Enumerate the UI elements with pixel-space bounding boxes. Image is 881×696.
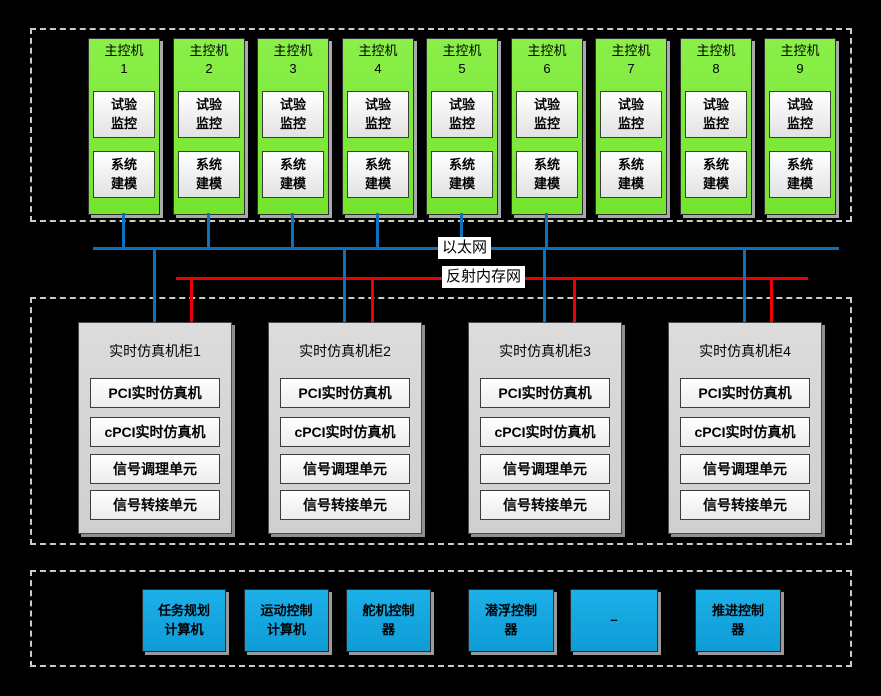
cpci-simulator-unit: cPCI实时仿真机 — [90, 417, 220, 447]
cpci-simulator-unit: cPCI实时仿真机 — [280, 417, 410, 447]
machine-title: 主控机 9 — [780, 43, 820, 77]
reflective-memory-cabinet-line — [573, 280, 576, 324]
cabinet-title: 实时仿真机柜4 — [699, 343, 791, 359]
main-control-machine-5: 主控机 5 试验 监控 系统 建模 — [426, 38, 498, 215]
ethernet-cabinet-line — [153, 250, 156, 324]
machine-title: 主控机 8 — [696, 43, 736, 77]
system-modeling-module: 系统 建模 — [431, 151, 493, 198]
main-control-machine-9: 主控机 9 试验 监控 系统 建模 — [764, 38, 836, 215]
main-control-machine-3: 主控机 3 试验 监控 系统 建模 — [257, 38, 329, 215]
ethernet-cabinet-line — [343, 250, 346, 324]
test-monitoring-module: 试验 监控 — [178, 91, 240, 138]
cpci-simulator-unit: cPCI实时仿真机 — [480, 417, 610, 447]
test-monitoring-module: 试验 监控 — [93, 91, 155, 138]
cpci-simulator-unit: cPCI实时仿真机 — [680, 417, 810, 447]
machine-title: 主控机 1 — [104, 43, 144, 77]
ethernet-drop-line — [460, 213, 463, 250]
mission-planning-computer: 任务规划 计算机 — [142, 589, 226, 652]
test-monitoring-module: 试验 监控 — [516, 91, 578, 138]
machine-title: 主控机 6 — [527, 43, 567, 77]
main-control-machine-2: 主控机 2 试验 监控 系统 建模 — [173, 38, 245, 215]
main-control-machine-8: 主控机 8 试验 监控 系统 建模 — [680, 38, 752, 215]
reflective-memory-cabinet-line — [190, 280, 193, 324]
signal-conditioning-unit: 信号调理单元 — [480, 454, 610, 484]
signal-transfer-unit: 信号转接单元 — [480, 490, 610, 520]
signal-transfer-unit: 信号转接单元 — [90, 490, 220, 520]
main-control-machine-6: 主控机 6 试验 监控 系统 建模 — [511, 38, 583, 215]
main-control-section-frame — [30, 28, 852, 222]
ethernet-cabinet-line — [543, 250, 546, 324]
test-monitoring-module: 试验 监控 — [769, 91, 831, 138]
machine-title: 主控机 2 — [189, 43, 229, 77]
test-monitoring-module: 试验 监控 — [262, 91, 324, 138]
ethernet-drop-line — [291, 213, 294, 250]
machine-title: 主控机 3 — [273, 43, 313, 77]
signal-transfer-unit: 信号转接单元 — [680, 490, 810, 520]
cabinet-title: 实时仿真机柜3 — [499, 343, 591, 359]
system-modeling-module: 系统 建模 — [262, 151, 324, 198]
ethernet-cabinet-line — [743, 250, 746, 324]
signal-conditioning-unit: 信号调理单元 — [90, 454, 220, 484]
placeholder-device: – — [570, 589, 658, 652]
main-control-machine-7: 主控机 7 试验 监控 系统 建模 — [595, 38, 667, 215]
system-modeling-module: 系统 建模 — [516, 151, 578, 198]
simulation-cabinet-1: 实时仿真机柜1 PCI实时仿真机 cPCI实时仿真机 信号调理单元 信号转接单元 — [78, 322, 232, 534]
system-modeling-module: 系统 建模 — [769, 151, 831, 198]
machine-title: 主控机 7 — [611, 43, 651, 77]
system-modeling-module: 系统 建模 — [178, 151, 240, 198]
system-modeling-module: 系统 建模 — [347, 151, 409, 198]
ethernet-label: 以太网 — [438, 237, 492, 260]
main-control-machine-1: 主控机 1 试验 监控 系统 建模 — [88, 38, 160, 215]
pci-simulator-unit: PCI实时仿真机 — [480, 378, 610, 408]
test-monitoring-module: 试验 监控 — [600, 91, 662, 138]
test-monitoring-module: 试验 监控 — [347, 91, 409, 138]
simulation-cabinet-4: 实时仿真机柜4 PCI实时仿真机 cPCI实时仿真机 信号调理单元 信号转接单元 — [668, 322, 822, 534]
ethernet-drop-line — [545, 213, 548, 250]
simulation-cabinet-2: 实时仿真机柜2 PCI实时仿真机 cPCI实时仿真机 信号调理单元 信号转接单元 — [268, 322, 422, 534]
pci-simulator-unit: PCI实时仿真机 — [90, 378, 220, 408]
signal-conditioning-unit: 信号调理单元 — [280, 454, 410, 484]
system-modeling-module: 系统 建模 — [600, 151, 662, 198]
signal-conditioning-unit: 信号调理单元 — [680, 454, 810, 484]
ethernet-drop-line — [207, 213, 210, 250]
test-monitoring-module: 试验 监控 — [431, 91, 493, 138]
machine-title: 主控机 5 — [442, 43, 482, 77]
signal-transfer-unit: 信号转接单元 — [280, 490, 410, 520]
rudder-controller: 舵机控制 器 — [346, 589, 431, 652]
motion-control-computer: 运动控制 计算机 — [244, 589, 329, 652]
cabinet-title: 实时仿真机柜2 — [299, 343, 391, 359]
reflective-memory-label: 反射内存网 — [442, 266, 526, 289]
ethernet-drop-line — [122, 213, 125, 250]
test-monitoring-module: 试验 监控 — [685, 91, 747, 138]
reflective-memory-cabinet-line — [371, 280, 374, 324]
pci-simulator-unit: PCI实时仿真机 — [680, 378, 810, 408]
system-modeling-module: 系统 建模 — [93, 151, 155, 198]
cabinet-title: 实时仿真机柜1 — [109, 343, 201, 359]
propulsion-controller: 推进控制 器 — [695, 589, 781, 652]
main-control-machine-4: 主控机 4 试验 监控 系统 建模 — [342, 38, 414, 215]
machine-title: 主控机 4 — [358, 43, 398, 77]
pci-simulator-unit: PCI实时仿真机 — [280, 378, 410, 408]
dive-float-controller: 潜浮控制 器 — [468, 589, 554, 652]
controller-section-frame — [30, 570, 852, 667]
simulation-cabinet-3: 实时仿真机柜3 PCI实时仿真机 cPCI实时仿真机 信号调理单元 信号转接单元 — [468, 322, 622, 534]
simulation-cabinet-section-frame — [30, 297, 852, 545]
ethernet-drop-line — [376, 213, 379, 250]
reflective-memory-cabinet-line — [770, 280, 773, 324]
system-modeling-module: 系统 建模 — [685, 151, 747, 198]
